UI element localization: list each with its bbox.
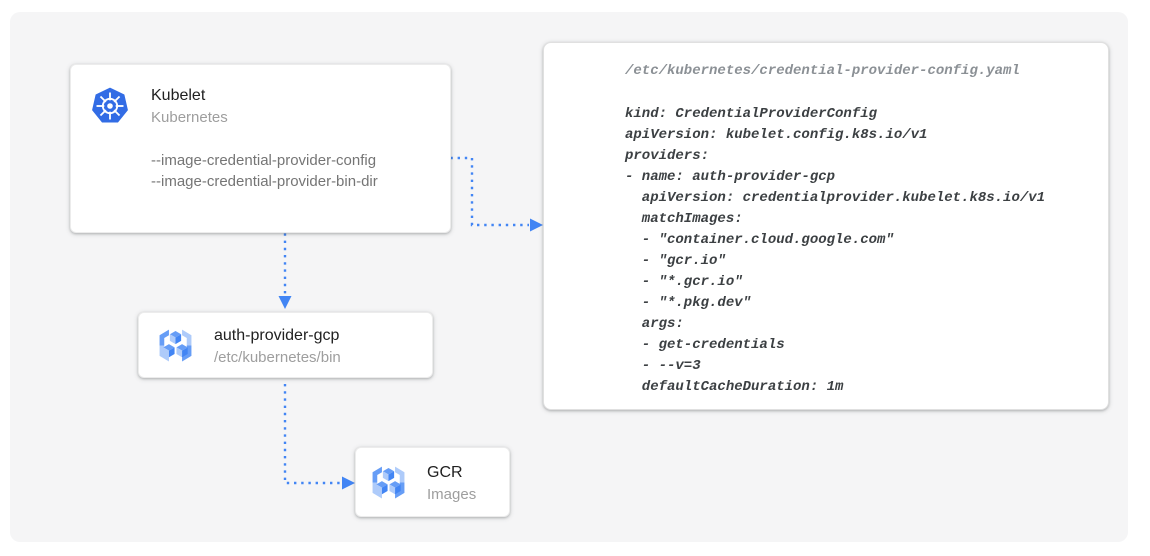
auth-provider-title: auth-provider-gcp [214,327,340,344]
yaml-code: kind: CredentialProviderConfig apiVersio… [625,106,1046,395]
code-panel: /etc/kubernetes/credential-provider-conf… [543,42,1109,410]
kubelet-flag-provider-bin-dir: --image-credential-provider-bin-dir [151,173,378,190]
kubelet-flag-provider-config: --image-credential-provider-config [151,152,377,169]
kubernetes-icon [89,85,131,127]
gcr-icon [153,323,198,368]
node-auth-provider-gcp: auth-provider-gcp /etc/kubernetes/bin [138,312,433,378]
node-gcr: GCR Images [355,447,510,517]
kubelet-title: Kubelet [151,87,206,104]
gcr-subtitle: Images [427,486,477,503]
node-kubelet: Kubelet Kubernetes --image-credential-pr… [70,64,451,233]
gcr-title: GCR [427,464,463,481]
auth-provider-path: /etc/kubernetes/bin [214,349,341,366]
code-file-path: /etc/kubernetes/credential-provider-conf… [625,63,1020,79]
kubelet-flags: --image-credential-provider-config --ima… [151,150,378,192]
gcr-icon [366,460,411,505]
kubelet-subtitle: Kubernetes [151,109,228,126]
